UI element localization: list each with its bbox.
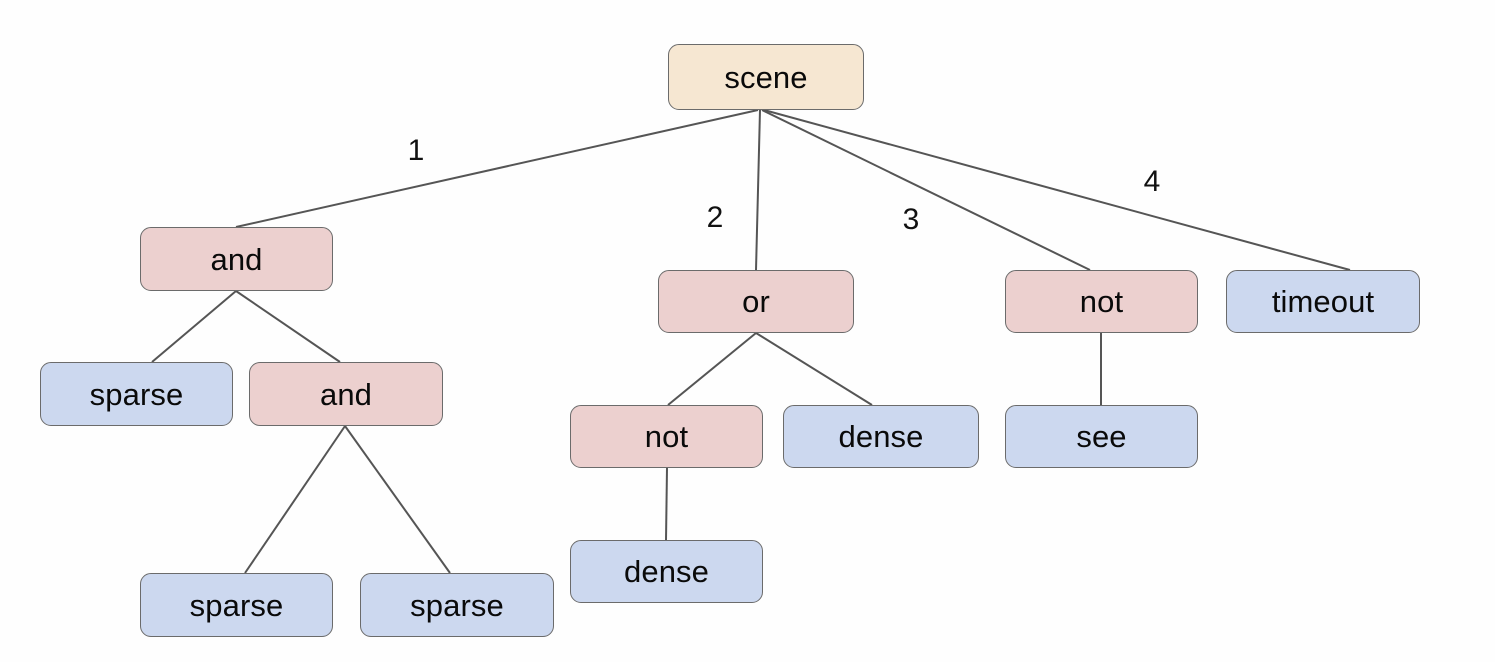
tree-node-not1[interactable]: not: [1005, 270, 1198, 333]
tree-node-scene[interactable]: scene: [668, 44, 864, 110]
tree-edge-or1-dense1: [755, 332, 873, 406]
tree-edge-scene-and1: [235, 109, 759, 228]
tree-node-and1[interactable]: and: [140, 227, 333, 291]
tree-node-label: dense: [838, 419, 924, 454]
tree-node-dense1[interactable]: dense: [783, 405, 979, 468]
tree-node-dense2[interactable]: dense: [570, 540, 763, 603]
tree-edge-and1-and2: [235, 290, 341, 363]
tree-node-timeout1[interactable]: timeout: [1226, 270, 1420, 333]
tree-node-label: not: [644, 419, 689, 454]
tree-node-label: see: [1076, 419, 1127, 454]
tree-node-label: dense: [624, 554, 709, 589]
tree-edge-scene-not1: [761, 109, 1091, 271]
tree-node-label: not: [1079, 284, 1124, 319]
tree-node-label: sparse: [410, 587, 504, 623]
tree-edge-and1-sparse1: [151, 290, 237, 363]
tree-edge-and2-sparse2: [244, 425, 346, 574]
tree-node-label: timeout: [1271, 284, 1375, 319]
tree-node-sparse2[interactable]: sparse: [140, 573, 333, 637]
tree-edge-scene-or1: [755, 109, 761, 271]
edge-label-4: 4: [1143, 165, 1161, 198]
tree-node-label: scene: [724, 59, 808, 95]
tree-edge-and2-sparse3: [344, 425, 451, 574]
edge-label-3: 3: [902, 203, 920, 236]
tree-node-or1[interactable]: or: [658, 270, 854, 333]
tree-edge-or1-not2: [667, 332, 757, 406]
tree-edge-not2-dense2: [665, 467, 668, 541]
tree-node-not2[interactable]: not: [570, 405, 763, 468]
tree-node-label: sparse: [89, 376, 184, 412]
tree-node-label: or: [742, 284, 770, 319]
tree-node-label: and: [319, 376, 373, 412]
tree-node-sparse1[interactable]: sparse: [40, 362, 233, 426]
tree-node-label: and: [210, 241, 263, 277]
tree-node-and2[interactable]: and: [249, 362, 443, 426]
tree-node-see1[interactable]: see: [1005, 405, 1198, 468]
tree-edge-scene-timeout1: [763, 109, 1351, 271]
tree-node-sparse3[interactable]: sparse: [360, 573, 554, 637]
edge-label-1: 1: [407, 134, 425, 167]
edge-label-2: 2: [706, 201, 724, 234]
tree-node-label: sparse: [189, 587, 284, 623]
